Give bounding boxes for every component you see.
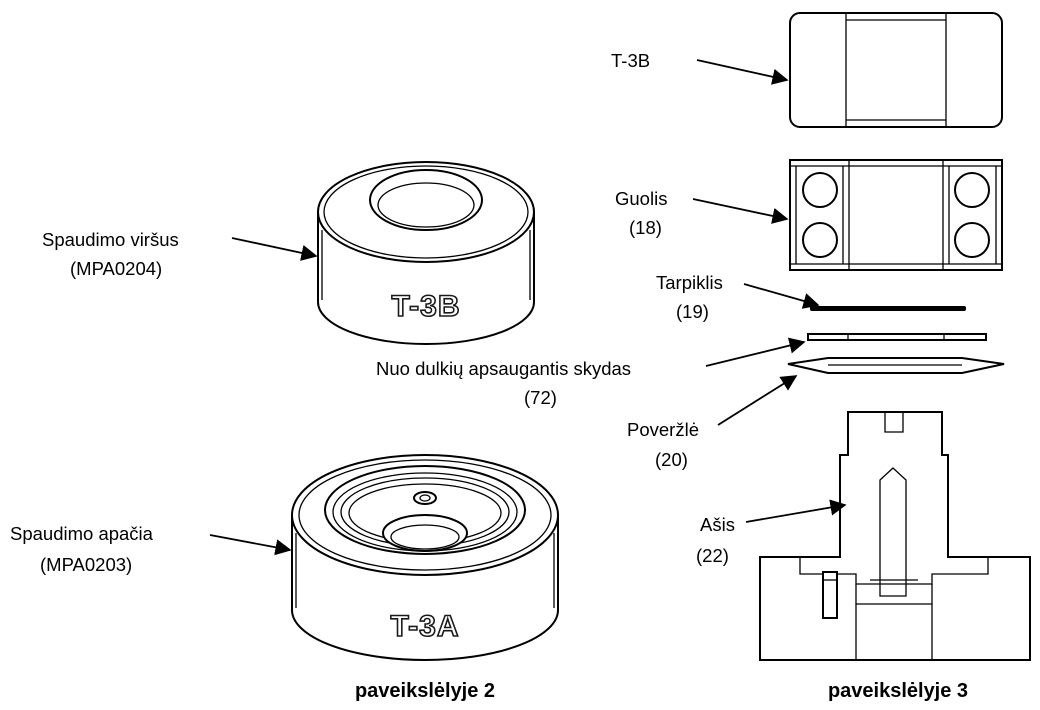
callout-guolis: Guolis (18) <box>615 188 789 238</box>
callout-skydas-number: (72) <box>524 387 557 408</box>
shaft-section <box>759 411 1031 661</box>
callout-skydas: Nuo dulkių apsaugantis skydas (72) <box>376 337 806 408</box>
callout-guolis-number: (18) <box>629 217 662 238</box>
leader-guolis <box>692 198 789 224</box>
press-top-emboss: T-3B <box>391 290 460 323</box>
label-press-top: Spaudimo viršus (MPA0204) <box>42 229 318 279</box>
label-press-bottom: Spaudimo apačia (MPA0203) <box>10 523 292 575</box>
figure-2: T-3B Spaudimo viršus (MPA0204) T-3A Spau <box>10 161 559 702</box>
bearing-ball <box>954 222 990 258</box>
press-bottom-emboss: T-3A <box>390 610 459 643</box>
washer-part <box>787 357 1005 374</box>
bearing-section <box>789 159 1003 271</box>
callout-tarpiklis: Tarpiklis (19) <box>656 272 820 322</box>
leader-poverzle <box>717 375 798 426</box>
callout-poverzle-number: (20) <box>655 449 688 470</box>
callout-guolis-label: Guolis <box>615 188 667 209</box>
dust-shield-part <box>807 333 987 341</box>
bearing-ball <box>802 172 838 208</box>
callout-t3b-label: T-3B <box>611 50 650 71</box>
press-bottom-part: T-3A <box>291 454 559 661</box>
leader-t3b <box>696 59 789 85</box>
leader-tarpiklis <box>743 283 820 309</box>
bearing-ball <box>802 222 838 258</box>
caption-figure-3: paveikslėlyje 3 <box>828 680 968 702</box>
caption-figure-2: paveikslėlyje 2 <box>355 680 495 702</box>
figure-3: T-3B Guolis (18) T <box>376 12 1031 702</box>
callout-asis: Ašis (22) <box>696 499 847 566</box>
label-press-bottom-name: Spaudimo apačia <box>10 523 154 544</box>
bearing-ball <box>954 172 990 208</box>
leader-press-top <box>231 237 318 261</box>
callout-poverzle: Poveržlė (20) <box>627 375 798 470</box>
callout-skydas-label: Nuo dulkių apsaugantis skydas <box>376 358 631 379</box>
t3b-side-view <box>789 12 1003 128</box>
callout-tarpiklis-label: Tarpiklis <box>656 272 723 293</box>
leader-asis <box>745 499 847 523</box>
callout-asis-label: Ašis <box>700 514 735 535</box>
label-press-top-name: Spaudimo viršus <box>42 229 179 250</box>
leader-press-bottom <box>209 534 292 556</box>
leader-skydas <box>705 337 806 367</box>
label-press-bottom-code: (MPA0203) <box>40 554 132 575</box>
callout-t3b: T-3B <box>611 50 789 85</box>
spacer-part <box>810 306 966 311</box>
callout-poverzle-label: Poveržlė <box>627 419 699 440</box>
press-top-part: T-3B <box>317 161 535 345</box>
label-press-top-code: (MPA0204) <box>70 258 162 279</box>
callout-tarpiklis-number: (19) <box>676 301 709 322</box>
callout-asis-number: (22) <box>696 545 729 566</box>
